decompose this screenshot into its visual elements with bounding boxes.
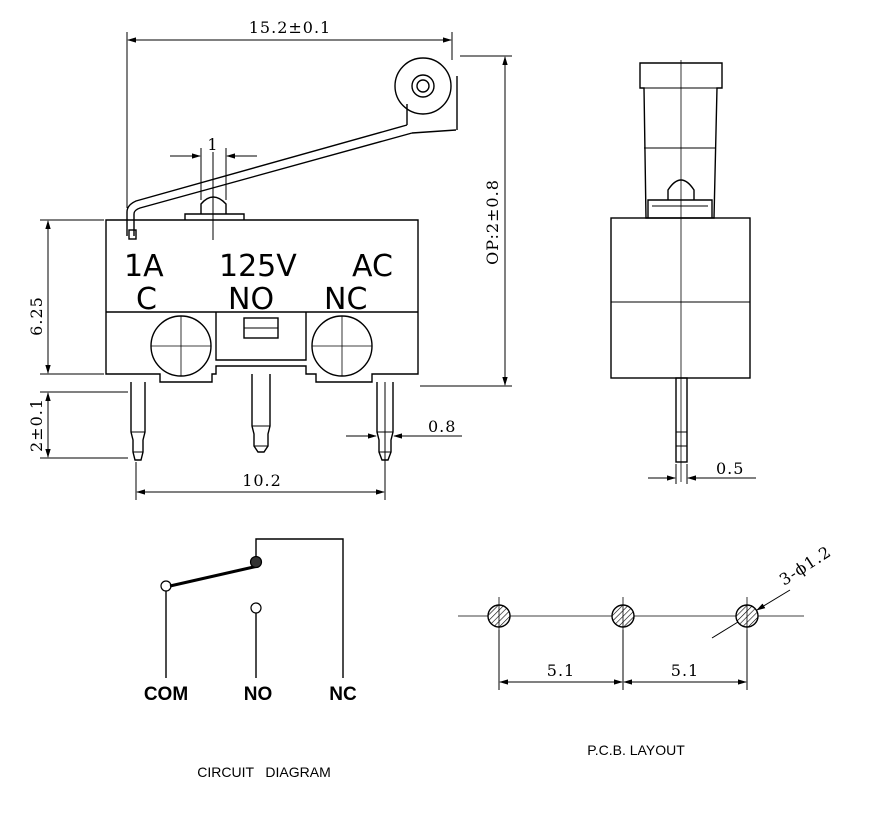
side-pin xyxy=(675,377,688,463)
dim-overall-length-label: 15.2±0.1 xyxy=(249,18,331,37)
pcb-hole-1 xyxy=(487,597,511,635)
side-body xyxy=(610,217,751,379)
mounting-hole-right xyxy=(311,315,373,377)
dim-actuator-width: 1 xyxy=(170,135,257,200)
roller xyxy=(394,57,452,115)
dim-pin-length-label: 2±0.1 xyxy=(27,398,46,452)
dim-side-pin-width-label: 0.5 xyxy=(716,459,744,478)
dim-overall-length: 15.2±0.1 xyxy=(126,18,453,208)
mounting-hole-left xyxy=(150,315,212,377)
plunger xyxy=(184,152,245,240)
terminal-no-label: NO xyxy=(228,282,274,317)
lever-arm xyxy=(126,76,458,240)
no-contact xyxy=(250,602,262,614)
dim-body-height: 6.25 xyxy=(27,219,104,375)
rating-voltage: 125V xyxy=(219,249,297,284)
switch-blade xyxy=(169,564,259,588)
side-plunger xyxy=(647,199,713,218)
circuit-diagram-caption: CIRCUIT DIAGRAM xyxy=(197,764,331,780)
pcb-layout: 3-ϕ1.2 5.1 5.1 P.C.B. LAYOUT xyxy=(458,542,835,758)
dim-pcb-pitch-1-label: 5.1 xyxy=(547,661,575,680)
pin-nc xyxy=(376,382,394,462)
dim-pcb-pitch-2-label: 5.1 xyxy=(671,661,699,680)
com-contact xyxy=(160,580,172,592)
terminal-nc-label: NC xyxy=(324,282,367,317)
dim-actuator-width-label: 1 xyxy=(207,135,218,154)
dim-body-height-label: 6.25 xyxy=(27,296,46,336)
pin-no xyxy=(251,374,271,453)
front-view: 1A 125V AC C NO NC 15.2±0.1 1 OP:2±0.8 xyxy=(27,18,512,500)
pin-com xyxy=(130,382,146,461)
dim-pin-pitch-label: 10.2 xyxy=(242,471,282,490)
com-label: COM xyxy=(144,684,188,705)
dim-operating-position: OP:2±0.8 xyxy=(420,55,512,387)
dim-pin-thickness: 0.8 xyxy=(346,417,462,439)
dim-pin-length: 2±0.1 xyxy=(27,391,128,459)
nc-label: NC xyxy=(329,684,357,705)
dim-pcb-hole: 3-ϕ1.2 xyxy=(711,542,835,639)
no-label: NO xyxy=(244,684,273,705)
terminal-c-label: C xyxy=(136,282,157,317)
dim-pin-pitch: 10.2 xyxy=(135,462,386,500)
dim-pcb-pitch: 5.1 5.1 xyxy=(498,630,748,690)
pcb-hole-2 xyxy=(611,597,635,635)
dim-side-pin-width: 0.5 xyxy=(648,459,756,484)
circuit-diagram: COM NO NC CIRCUIT DIAGRAM xyxy=(144,538,357,780)
pcb-layout-caption: P.C.B. LAYOUT xyxy=(587,742,685,758)
dim-pcb-hole-label: 3-ϕ1.2 xyxy=(776,542,835,589)
rating-type: AC xyxy=(352,249,393,284)
dim-pin-thickness-label: 0.8 xyxy=(428,417,456,436)
rating-current: 1A xyxy=(124,249,164,284)
dim-operating-position-label: OP:2±0.8 xyxy=(483,179,502,265)
pcb-hole-3 xyxy=(735,597,759,635)
nc-contact xyxy=(249,555,263,569)
switch-body xyxy=(105,219,419,383)
side-view: 0.5 xyxy=(610,60,756,484)
body-recess xyxy=(215,312,307,361)
